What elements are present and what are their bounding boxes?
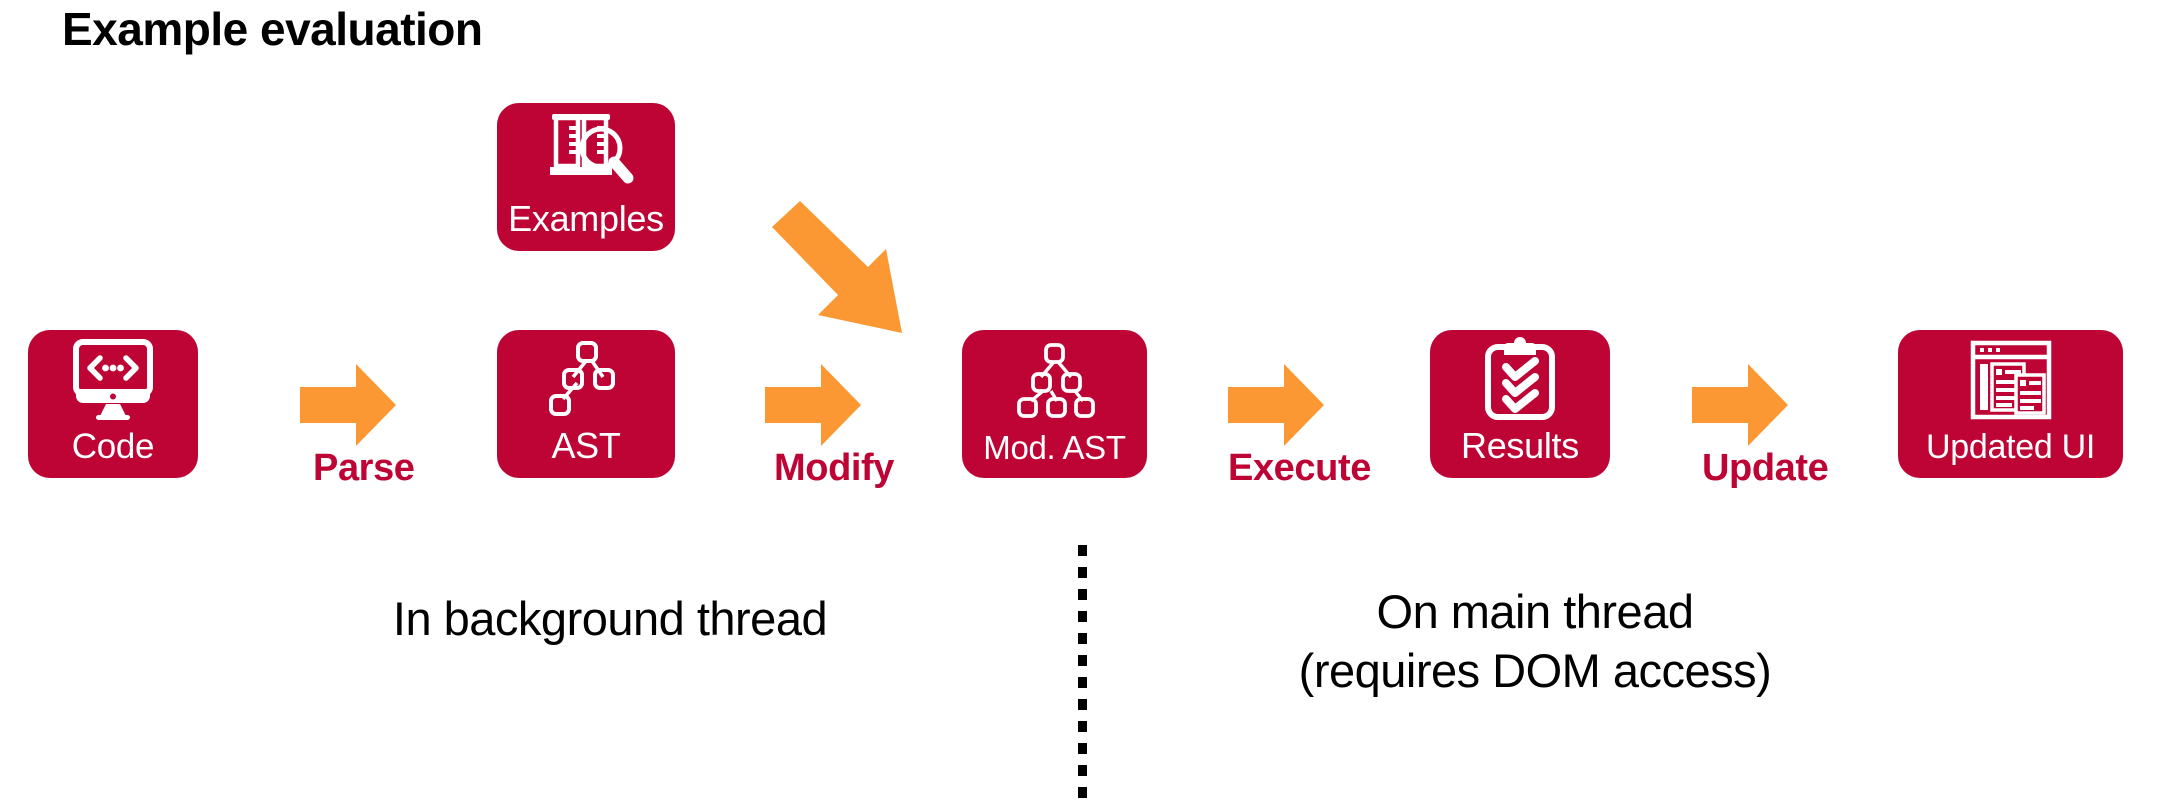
arrow-right-icon-execute xyxy=(1228,364,1324,446)
tree-nodes-icon xyxy=(497,330,675,428)
transition-label-parse: Parse xyxy=(313,447,415,489)
caption-background-thread: In background thread xyxy=(392,592,828,645)
node-label-mod-ast: Mod. AST xyxy=(983,429,1126,466)
node-label-examples: Examples xyxy=(508,198,664,239)
monitor-code-icon xyxy=(28,330,198,429)
transition-label-execute: Execute xyxy=(1228,447,1371,489)
test-tubes-magnifier-icon xyxy=(497,103,675,201)
thread-divider xyxy=(1078,545,1087,805)
arrow-diagonal-down-right-icon xyxy=(772,201,902,333)
arrow-right-icon-parse xyxy=(300,364,396,446)
pipeline-node-examples[interactable]: Examples xyxy=(497,103,675,251)
pipeline-node-updated-ui[interactable]: Updated UI xyxy=(1898,330,2123,478)
transition-label-modify: Modify xyxy=(774,447,895,489)
pipeline-node-code[interactable]: Code xyxy=(28,330,198,478)
pipeline-node-results[interactable]: Results xyxy=(1430,330,1610,478)
browser-window-icon xyxy=(1898,330,2123,430)
arrow-right-icon-update xyxy=(1692,364,1788,446)
pipeline-node-mod-ast[interactable]: Mod. AST xyxy=(962,330,1147,478)
node-label-updated-ui: Updated UI xyxy=(1926,428,2095,466)
node-label-code: Code xyxy=(71,427,155,466)
pipeline-node-ast[interactable]: AST xyxy=(497,330,675,478)
tree-nodes-expanded-icon xyxy=(962,330,1147,431)
node-label-ast: AST xyxy=(551,425,621,466)
page-title: Example evaluation xyxy=(62,3,483,55)
caption-main-thread: On main thread (requires DOM access) xyxy=(1298,585,1772,697)
clipboard-checklist-icon xyxy=(1430,330,1610,428)
arrow-right-icon-modify xyxy=(765,364,861,446)
transition-label-update: Update xyxy=(1702,447,1829,489)
node-label-results: Results xyxy=(1461,425,1579,466)
